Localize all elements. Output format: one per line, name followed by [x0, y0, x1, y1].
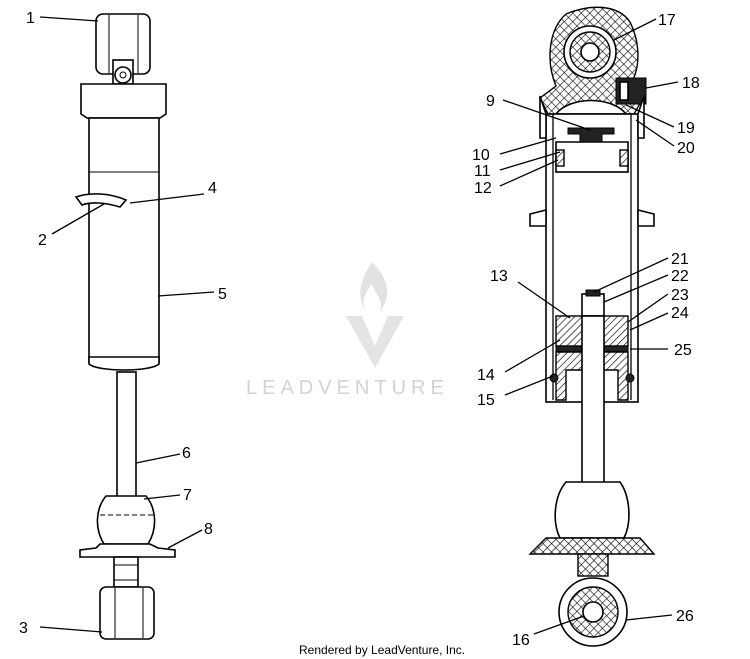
seal-head: [555, 351, 629, 401]
callout-4: 4: [208, 180, 217, 197]
bump-stop: [96, 495, 156, 545]
spring-cup-right: [528, 537, 656, 555]
callout-12: 12: [474, 180, 492, 197]
callout-2: 2: [38, 232, 47, 249]
floating-piston-seal: [555, 149, 565, 167]
callout-10: 10: [472, 147, 490, 164]
callout-22: 22: [671, 268, 689, 285]
callout-11: 11: [474, 163, 491, 180]
callout-24: 24: [671, 305, 689, 322]
top-nut: [114, 66, 132, 84]
callout-labels: 1 2 3 4 5 6 7 8 9 10 11 12 13 14 15 16 1…: [19, 10, 700, 649]
piston-cap: [567, 127, 615, 143]
callout-26: 26: [676, 608, 694, 625]
watermark-text: LEADVENTURE: [246, 377, 449, 399]
callout-13: 13: [490, 268, 508, 285]
callout-5: 5: [218, 286, 227, 303]
lower-stem: [113, 556, 139, 588]
callout-18: 18: [682, 75, 700, 92]
callout-1: 1: [26, 10, 35, 27]
piston-rod: [116, 371, 137, 503]
leader-lines: [39, 16, 679, 635]
spring-collar: [529, 208, 547, 227]
callout-9: 9: [486, 93, 495, 110]
top-cap: [80, 83, 167, 119]
callout-21: 21: [671, 251, 689, 268]
callout-8: 8: [204, 521, 213, 538]
callout-7: 7: [183, 487, 192, 504]
lower-stem-right: [577, 553, 609, 577]
callout-3: 3: [19, 620, 28, 637]
callout-20: 20: [677, 140, 695, 157]
bottom-eyelet: [99, 586, 155, 640]
leadventure-watermark: LEADVENTURE: [246, 262, 449, 399]
flame-logo-mark: [360, 262, 387, 312]
callout-15: 15: [477, 392, 495, 409]
floating-piston: [555, 141, 629, 173]
v-logo-mark: [346, 316, 404, 368]
retaining-clip: [74, 193, 128, 208]
callout-17: 17: [658, 12, 676, 29]
right-shock-cutaway: [528, 6, 656, 647]
callout-14: 14: [477, 367, 495, 384]
bump-stop-right: [554, 481, 630, 539]
piston-nut: [581, 293, 605, 317]
spring-cup: [79, 543, 176, 558]
callout-19: 19: [677, 120, 695, 137]
housing-flange: [539, 95, 547, 139]
shock-body: [88, 117, 160, 363]
callout-6: 6: [182, 445, 191, 462]
reservoir-dome: [554, 99, 628, 115]
callout-16: 16: [512, 632, 530, 649]
left-shock-exterior: [74, 13, 176, 640]
body-bottom: [88, 356, 160, 371]
callout-25: 25: [674, 342, 692, 359]
callout-23: 23: [671, 287, 689, 304]
footer-credit: Rendered by LeadVenture, Inc.: [299, 643, 465, 657]
piston-rod-right: [581, 315, 605, 485]
